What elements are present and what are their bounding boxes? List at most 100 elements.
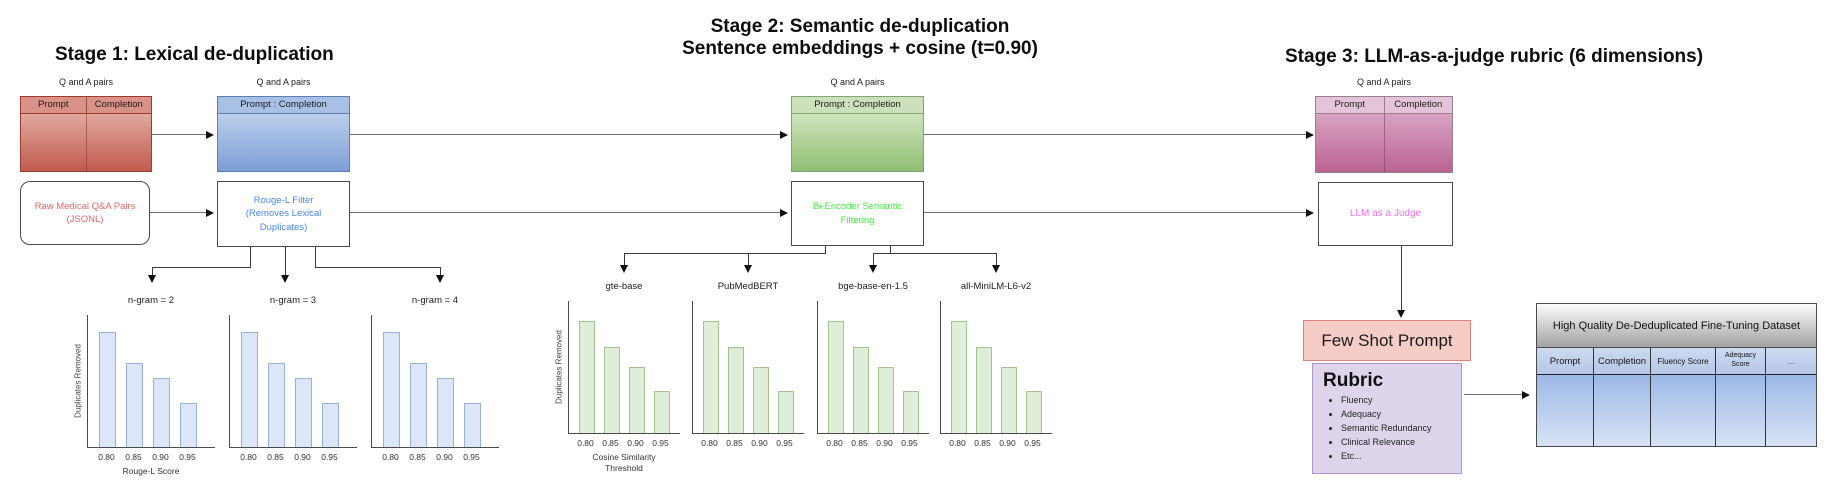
stage3-input-table: Prompt Completion <box>1315 96 1453 173</box>
chart-x-tick: 0.85 <box>726 438 743 448</box>
chart-ngram-4: n-gram = 4 0.80 0.85 0.90 0.95 <box>371 295 499 462</box>
few-shot-prompt-box: Few Shot Prompt <box>1303 320 1471 361</box>
arrow-merged-s1-to-s2 <box>350 130 788 139</box>
chart-bar <box>629 367 645 433</box>
output-body-cell <box>1594 375 1651 446</box>
output-body-cell <box>1716 375 1766 446</box>
raw-data-line1: Raw Medical Q&A Pairs <box>34 200 136 212</box>
few-shot-prompt-label: Few Shot Prompt <box>1321 330 1453 350</box>
rubric-item: Etc... <box>1341 450 1461 464</box>
biencoder-filter-box: Bi-Encoder Semantic Filtering <box>791 181 924 246</box>
chart-bar <box>464 403 481 447</box>
chart-plot <box>692 301 804 434</box>
chart-x-tick: 0.80 <box>382 452 399 462</box>
rouge-filter-line2: (Removes Lexical <box>245 208 322 220</box>
chart-x-tick: 0.80 <box>577 438 594 448</box>
chart-y-axis-label: Duplicates Removed <box>73 344 83 418</box>
chart-x-tick: 0.85 <box>851 438 868 448</box>
chart-x-tick: 0.90 <box>627 438 644 448</box>
stage1-input-caption: Q and A pairs <box>58 77 114 87</box>
output-body-cell <box>1537 375 1594 446</box>
arrow-merged-s2-to-s3 <box>924 130 1314 139</box>
chart-plot <box>940 301 1052 434</box>
chart-bar <box>126 362 143 447</box>
arrow-down-ngram3 <box>281 247 290 283</box>
chart-bar <box>241 332 258 447</box>
chart-bar <box>295 378 312 447</box>
output-col-fluency: Fluency Score <box>1651 348 1716 374</box>
stage1-input-table-header: Prompt Completion <box>21 97 151 114</box>
chart-x-tick: 0.80 <box>826 438 843 448</box>
chart-x-tick: 0.90 <box>876 438 893 448</box>
chart-bar <box>703 320 719 433</box>
chart-bars <box>372 315 499 447</box>
chart-bar <box>1026 390 1042 433</box>
output-col-prompt: Prompt <box>1537 348 1594 374</box>
chart-bar <box>99 332 116 447</box>
arrow-down-ngram4 <box>436 267 445 283</box>
chart-x-tick: 0.95 <box>463 452 480 462</box>
chart-bar <box>753 367 769 433</box>
chart-y-axis-label: Duplicates Removed <box>554 330 564 404</box>
rubric-item: Clinical Relevance <box>1341 436 1461 450</box>
chart-x-tick: 0.85 <box>409 452 426 462</box>
chart-bar <box>604 347 620 433</box>
chart-plot: Duplicates Removed <box>555 301 680 434</box>
stage1-col-prompt: Prompt <box>21 97 87 113</box>
output-body-cell <box>1651 375 1716 446</box>
connector-line <box>825 246 826 254</box>
chart-title: n-gram = 3 <box>269 295 317 306</box>
raw-data-box: Raw Medical Q&A Pairs (JSONL) <box>20 181 150 245</box>
llm-judge-box: LLM as a Judge <box>1318 182 1453 246</box>
rubric-item: Semantic Redundancy <box>1341 422 1461 436</box>
biencoder-line2: Filtering <box>840 214 875 226</box>
stage2-title: Stage 2: Semantic de-duplication Sentenc… <box>600 16 1120 60</box>
chart-bars <box>230 315 357 447</box>
stage1-merged-box-body <box>218 114 349 171</box>
chart-bars <box>693 301 804 433</box>
arrow-down-pubmedbert <box>744 253 753 273</box>
connector-line <box>624 253 825 254</box>
connector-line <box>315 267 441 268</box>
chart-bar <box>878 367 894 433</box>
chart-bar <box>180 403 197 447</box>
chart-title: n-gram = 4 <box>411 295 459 306</box>
chart-bar <box>828 320 844 433</box>
chart-title: n-gram = 2 <box>127 295 175 306</box>
stage1-merged-caption: Q and A pairs <box>256 77 311 87</box>
chart-x-tick: 0.95 <box>321 452 338 462</box>
connector-line <box>890 246 891 254</box>
stage2-merged-header-label: Prompt : Completion <box>814 99 901 110</box>
stage1-input-table: Prompt Completion <box>20 96 152 172</box>
output-col-completion: Completion <box>1594 348 1651 374</box>
chart-bars <box>818 301 929 433</box>
stage2-merged-box: Prompt : Completion <box>791 96 924 172</box>
stage1-title: Stage 1: Lexical de-duplication <box>55 44 334 65</box>
chart-bar <box>437 378 454 447</box>
stage1-input-table-body <box>21 114 151 171</box>
chart-bar <box>153 378 170 447</box>
chart-plot: Duplicates Removed <box>74 315 215 448</box>
connector-line <box>152 267 251 268</box>
chart-x-tick: 0.95 <box>652 438 669 448</box>
chart-x-tick: 0.90 <box>999 438 1016 448</box>
output-col-adequacy: Adequacy Score <box>1716 348 1766 374</box>
chart-x-axis-label: Cosine Similarity Threshold <box>592 452 656 474</box>
stage2-title-line2: Sentence embeddings + cosine (t=0.90) <box>682 38 1038 59</box>
chart-x-tick: 0.90 <box>294 452 311 462</box>
arrow-rouge-to-biencoder <box>350 208 788 217</box>
stage3-title: Stage 3: LLM-as-a-judge rubric (6 dimens… <box>1285 46 1704 67</box>
chart-x-tick: 0.85 <box>602 438 619 448</box>
connector-line <box>250 247 251 267</box>
rouge-filter-box: Rouge-L Filter (Removes Lexical Duplicat… <box>217 181 350 247</box>
chart-x-tick: 0.90 <box>152 452 169 462</box>
chart-x-tick: 0.90 <box>436 452 453 462</box>
output-table-body <box>1537 375 1816 446</box>
connector-line <box>315 247 316 267</box>
